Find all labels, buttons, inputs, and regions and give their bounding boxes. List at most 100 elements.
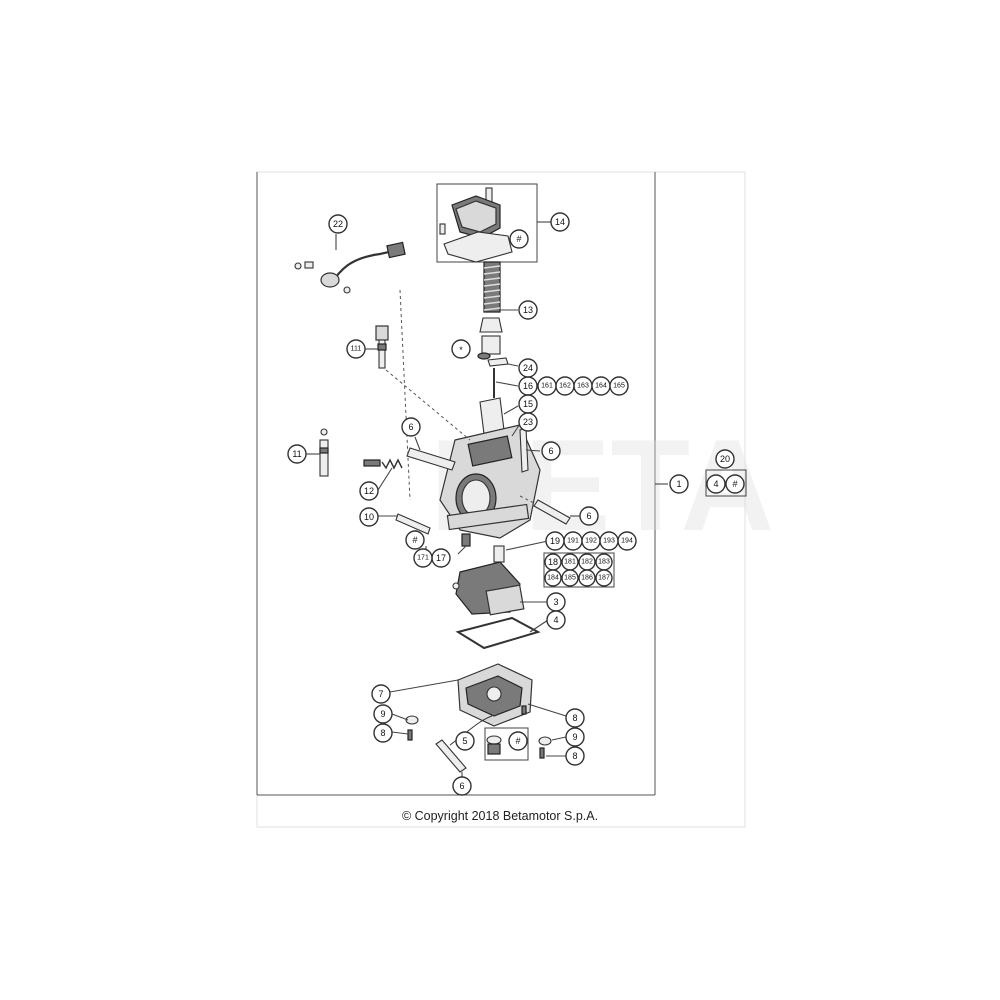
callout-187: 187	[595, 569, 613, 587]
callout-15: 15	[518, 394, 538, 414]
callout-19: 19	[545, 531, 565, 551]
svg-text:1: 1	[676, 479, 681, 489]
part-18-box	[543, 552, 615, 588]
callout-9-right: 9	[565, 727, 585, 747]
svg-text:#: #	[732, 479, 737, 489]
callout-23: 23	[518, 412, 538, 432]
part-12-screw	[363, 458, 403, 470]
callout-17: 17	[431, 548, 451, 568]
svg-text:4: 4	[553, 615, 558, 625]
part-14-throttle-cap	[439, 187, 513, 263]
part-10-screw	[395, 513, 431, 535]
callout-6-mid: 6	[579, 506, 599, 526]
svg-text:194: 194	[621, 538, 633, 545]
svg-text:6: 6	[548, 446, 553, 456]
part-3-float	[452, 561, 525, 616]
svg-text:161: 161	[541, 383, 553, 390]
callout-8-right: 8	[565, 708, 585, 728]
svg-text:9: 9	[380, 709, 385, 719]
svg-text:19: 19	[550, 536, 560, 546]
callout-9-left: 9	[373, 704, 393, 724]
callout-16: 16	[518, 376, 538, 396]
callout-7: 7	[371, 684, 391, 704]
svg-text:18: 18	[548, 557, 558, 567]
callout-8-left: 8	[373, 723, 393, 743]
svg-text:20: 20	[720, 454, 730, 464]
svg-text:182: 182	[581, 559, 593, 566]
callout-111: 111	[346, 339, 366, 359]
callout-184: 184	[544, 569, 562, 587]
part-13-spring	[477, 261, 503, 360]
callout-171: 171	[413, 548, 433, 568]
callout-193: 193	[599, 531, 619, 551]
part-111-screw	[375, 325, 389, 369]
svg-text:13: 13	[523, 305, 533, 315]
part-4-gasket	[455, 616, 541, 650]
svg-text:16: 16	[523, 381, 533, 391]
svg-text:185: 185	[564, 575, 576, 582]
callout-20: 20	[715, 449, 735, 469]
svg-text:8: 8	[572, 713, 577, 723]
svg-text:11: 11	[292, 449, 301, 459]
svg-text:8: 8	[572, 751, 577, 761]
svg-text:162: 162	[559, 383, 571, 390]
callout-18: 18	[544, 553, 562, 571]
callout-5: 5	[455, 731, 475, 751]
copyright-text: © Copyright 2018 Betamotor S.p.A.	[401, 809, 599, 823]
part-5-drain-plug	[486, 735, 502, 755]
svg-text:171: 171	[417, 555, 429, 562]
svg-text:6: 6	[408, 422, 413, 432]
part-5-box	[484, 727, 529, 761]
callout-1: 1	[669, 474, 689, 494]
callout-182: 182	[578, 553, 596, 571]
callout-6-bottom: 6	[452, 776, 472, 796]
callout-22: 22	[328, 214, 348, 234]
callout-11: 11	[287, 444, 307, 464]
callout-186: 186	[578, 569, 596, 587]
callout-4: 4	[546, 610, 566, 630]
callout-24: 24	[518, 358, 538, 378]
svg-text:4: 4	[713, 479, 718, 489]
callout-3: 3	[546, 592, 566, 612]
part-15-slide	[479, 397, 505, 435]
svg-text:14: 14	[555, 217, 565, 227]
callout-181: 181	[561, 553, 579, 571]
svg-text:5: 5	[462, 736, 467, 746]
callout-hash-10: #	[405, 530, 425, 550]
callout-161: 161	[537, 376, 557, 396]
svg-text:191: 191	[567, 538, 579, 545]
svg-text:6: 6	[459, 781, 464, 791]
svg-text:183: 183	[598, 559, 610, 566]
svg-text:#: #	[412, 535, 417, 545]
callout-4-kit: 4	[706, 474, 726, 494]
svg-text:#: #	[515, 736, 520, 746]
callout-star: *	[451, 339, 471, 359]
svg-text:164: 164	[595, 383, 607, 390]
callout-13: 13	[518, 300, 538, 320]
svg-text:8: 8	[380, 728, 385, 738]
part-8-9-screws	[405, 705, 552, 759]
svg-text:3: 3	[553, 597, 558, 607]
leader-lines	[306, 221, 668, 778]
svg-text:22: 22	[333, 219, 343, 229]
svg-text:9: 9	[572, 732, 577, 742]
part-11-air-screw	[319, 428, 329, 477]
part-22-sensor	[294, 241, 406, 294]
callout-185: 185	[561, 569, 579, 587]
callout-191: 191	[563, 531, 583, 551]
callout-6-top: 6	[401, 417, 421, 437]
callout-192: 192	[581, 531, 601, 551]
callout-14: 14	[550, 212, 570, 232]
callout-163: 163	[573, 376, 593, 396]
svg-text:7: 7	[378, 689, 383, 699]
svg-text:193: 193	[603, 538, 615, 545]
callout-183: 183	[595, 553, 613, 571]
callout-6-right: 6	[541, 441, 561, 461]
callout-10: 10	[359, 507, 379, 527]
svg-text:10: 10	[364, 512, 374, 522]
svg-text:24: 24	[523, 363, 533, 373]
svg-text:6: 6	[586, 511, 591, 521]
callout-8-lower: 8	[565, 746, 585, 766]
svg-text:17: 17	[436, 553, 446, 563]
